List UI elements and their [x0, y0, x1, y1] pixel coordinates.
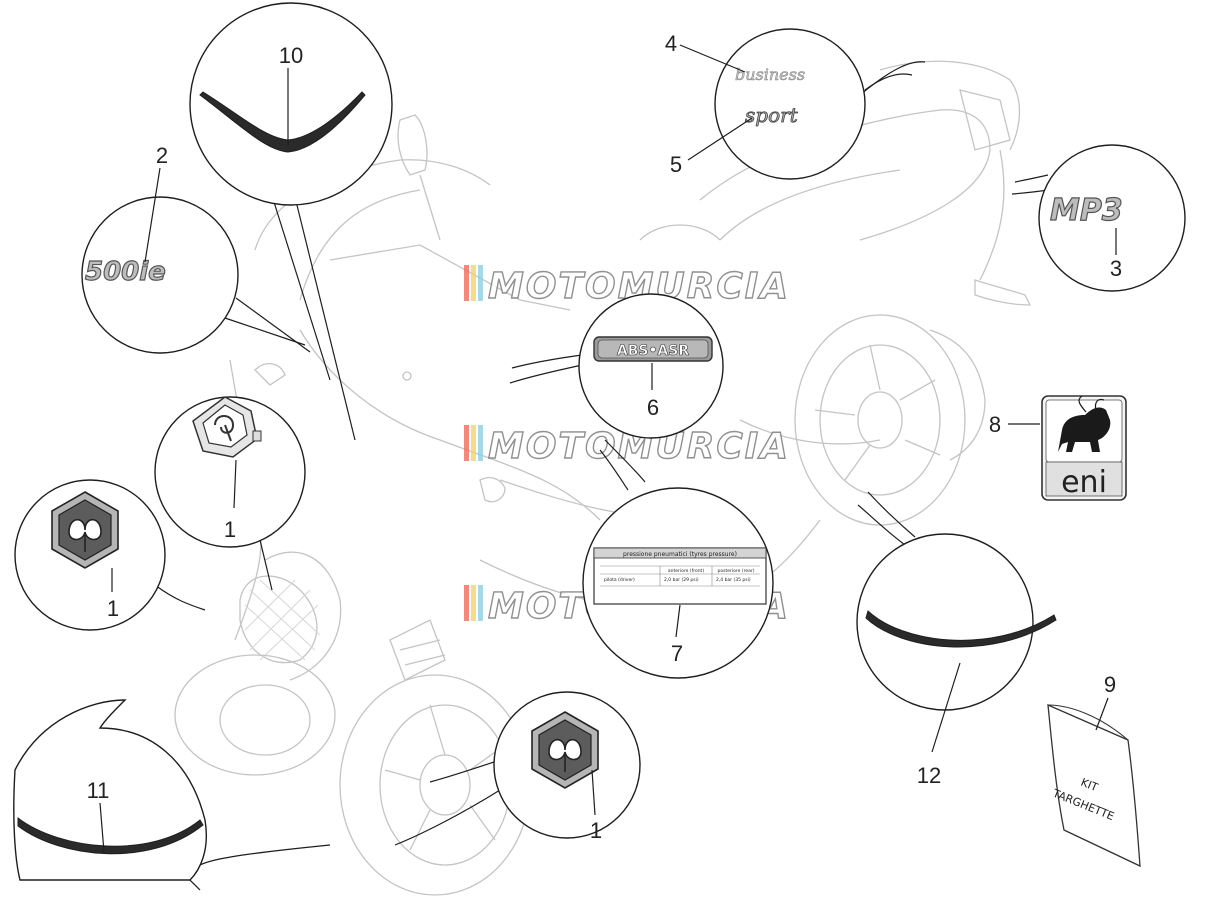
- part-number-4: 4: [665, 31, 677, 56]
- callout-7: pressione pneumatici (tyres pressure) an…: [582, 439, 774, 679]
- badge-business-icon: business: [735, 65, 805, 84]
- callout-8: eni 8: [989, 395, 1127, 501]
- part-number-8: 8: [989, 412, 1001, 437]
- callout-6: ABS•ASR 6: [509, 293, 724, 439]
- part-number-11: 11: [87, 778, 110, 803]
- badge-sport-icon: sport: [745, 103, 799, 127]
- part-number-7: 7: [671, 641, 683, 666]
- callout-10: 10: [189, 2, 393, 441]
- tyre-label-title: pressione pneumatici (tyres pressure): [623, 551, 737, 558]
- tyre-pressure-label: pressione pneumatici (tyres pressure) an…: [593, 547, 767, 605]
- tyre-label-row: pilota (driver): [604, 577, 635, 583]
- part-number-3: 3: [1110, 256, 1122, 281]
- callout-1-bottom: 1: [394, 691, 641, 846]
- wheel-strip-icon: [865, 610, 1057, 648]
- part-number-2: 2: [156, 143, 168, 168]
- part-number-5: 5: [670, 152, 682, 177]
- callout-9: KIT TARGHETTE 9: [1047, 672, 1141, 868]
- piaggio-badge-icon: [51, 491, 119, 569]
- part-number-9: 9: [1104, 672, 1116, 697]
- kit-envelope-icon: [1047, 703, 1141, 868]
- callout-1-upper: 1: [154, 396, 306, 591]
- part-number-10: 10: [279, 43, 303, 68]
- callout-3: MP3 3: [1011, 144, 1186, 292]
- piaggio-badge-icon: [192, 396, 262, 458]
- wheel-strip-icon: [17, 816, 204, 855]
- kit-label: KIT: [1079, 776, 1100, 795]
- part-number-6: 6: [647, 395, 659, 420]
- piaggio-badge-icon: [531, 711, 599, 789]
- tyre-label-rear-value: 2,4 bar (35 psi): [716, 577, 751, 583]
- eni-wordmark: eni: [1061, 465, 1107, 500]
- part-number-12: 12: [917, 763, 941, 788]
- badge-abs-asr-label: ABS•ASR: [617, 343, 689, 359]
- tyre-label-front-value: 2,0 bar (29 psi): [664, 577, 699, 583]
- tyre-label-col-front: anteriore (front): [668, 568, 704, 574]
- badge-mp3-icon: MP3: [1050, 193, 1123, 228]
- windscreen-strip-icon: [199, 91, 366, 153]
- callout-1-left: 1: [14, 479, 206, 631]
- callout-12: 12: [856, 491, 1057, 788]
- badge-500ie-icon: 500ie: [85, 257, 166, 287]
- callout-4-5: business sport 4 5: [665, 28, 926, 180]
- callout-2: 500ie 2: [81, 143, 311, 354]
- dog-icon: [1058, 407, 1111, 452]
- part-number-1: 1: [107, 596, 119, 621]
- part-number-1: 1: [590, 818, 602, 843]
- callout-11: 11: [13, 699, 331, 891]
- tyre-label-col-rear: posteriore (rear): [718, 568, 755, 574]
- part-number-1: 1: [224, 517, 236, 542]
